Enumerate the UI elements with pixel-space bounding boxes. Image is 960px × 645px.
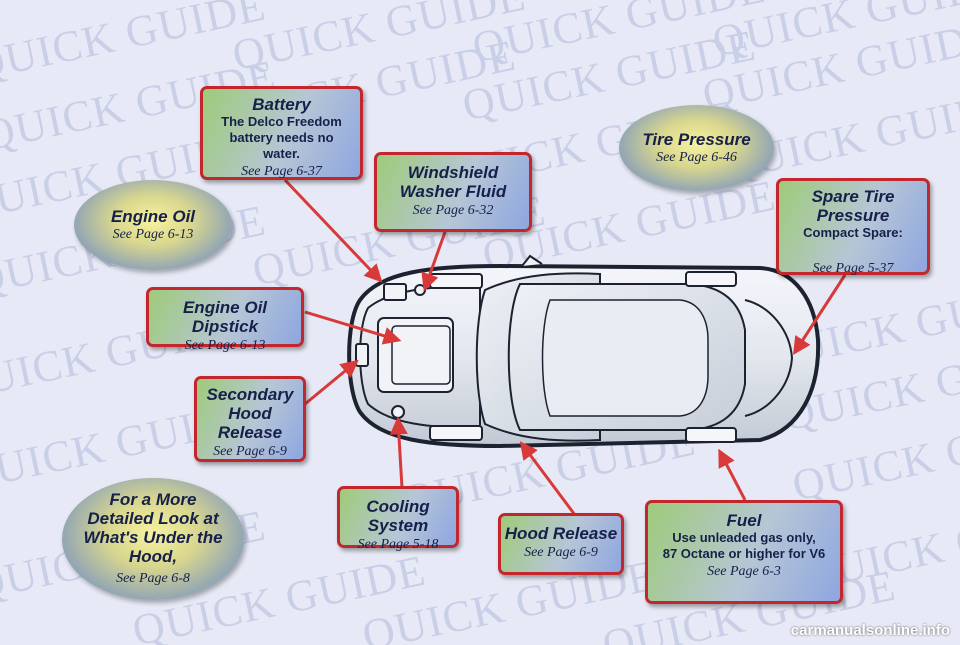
hood-release-title: Hood Release xyxy=(504,524,618,543)
more-detail-line2: Detailed Look at xyxy=(87,509,219,528)
dipstick-page-ref: See Page 6-13 xyxy=(184,338,266,353)
arrow-fuel xyxy=(718,448,747,501)
spare-tire-title: Spare Tire Pressure xyxy=(811,187,895,225)
arrow-cooling xyxy=(389,416,408,489)
washer-title: Windshield Washer Fluid xyxy=(399,163,507,201)
fuel-body-line1: Use unleaded gas only, xyxy=(672,530,816,545)
battery-body: The Delco Freedom battery needs no water… xyxy=(221,114,342,161)
hood-release-page-ref: See Page 6-9 xyxy=(524,545,598,560)
oval-engine-oil: Engine Oil See Page 6-13 xyxy=(74,180,232,270)
engine-oil-page-ref: See Page 6-13 xyxy=(112,226,194,242)
oval-tire-pressure: Tire Pressure See Page 6-46 xyxy=(619,105,774,191)
secondary-hood-title: Secondary Hood Release xyxy=(206,385,294,442)
arrow-hood-release xyxy=(519,441,577,516)
fuel-title: Fuel xyxy=(726,511,762,530)
arrow-battery xyxy=(283,178,383,283)
callout-secondary-hood-release: Secondary Hood Release See Page 6-9 xyxy=(194,376,306,462)
callout-battery: Battery The Delco Freedom battery needs … xyxy=(200,86,363,180)
callout-windshield-washer: Windshield Washer Fluid See Page 6-32 xyxy=(374,152,532,232)
fuel-body-line2: 87 Octane or higher for V6 xyxy=(662,546,826,561)
callout-hood-release: Hood Release See Page 6-9 xyxy=(498,513,624,575)
more-detail-line3: What's Under the Hood, xyxy=(83,528,223,566)
tire-pressure-title: Tire Pressure xyxy=(642,129,751,149)
callout-spare-tire-pressure: Spare Tire Pressure Compact Spare: See P… xyxy=(776,178,930,276)
arrow-washer xyxy=(421,231,447,292)
washer-page-ref: See Page 6-32 xyxy=(412,203,494,218)
oval-more-detail: For a More Detailed Look at What's Under… xyxy=(62,478,244,600)
dipstick-title: Engine Oil Dipstick xyxy=(182,298,268,336)
cooling-page-ref: See Page 5-18 xyxy=(357,537,439,552)
cooling-title: Cooling System xyxy=(366,497,430,535)
battery-title: Battery xyxy=(252,95,311,114)
secondary-hood-page-ref: See Page 6-9 xyxy=(213,444,287,459)
car-top-view xyxy=(347,254,821,449)
battery-page-ref: See Page 6-37 xyxy=(241,164,322,179)
footer-watermark: carmanualsonline.info xyxy=(790,622,950,639)
arrow-dipstick xyxy=(304,310,402,345)
callout-fuel: Fuel Use unleaded gas only, 87 Octane or… xyxy=(645,500,843,604)
spare-tire-page-ref: See Page 5-37 xyxy=(812,261,894,276)
fuel-page-ref: See Page 6-3 xyxy=(707,564,781,579)
engine-oil-title: Engine Oil xyxy=(110,206,196,226)
spare-tire-body: Compact Spare: xyxy=(803,225,903,240)
callout-cooling-system: Cooling System See Page 5-18 xyxy=(337,486,459,552)
callout-engine-oil-dipstick: Engine Oil Dipstick See Page 6-13 xyxy=(146,287,304,353)
pointer-arrows xyxy=(283,178,847,516)
more-detail-line1: For a More xyxy=(109,490,197,509)
arrow-secondary-hood xyxy=(304,359,359,406)
tire-pressure-page-ref: See Page 6-46 xyxy=(656,149,737,165)
arrow-spare-tire xyxy=(793,274,847,356)
more-detail-page-ref: See Page 6-8 xyxy=(116,571,190,586)
